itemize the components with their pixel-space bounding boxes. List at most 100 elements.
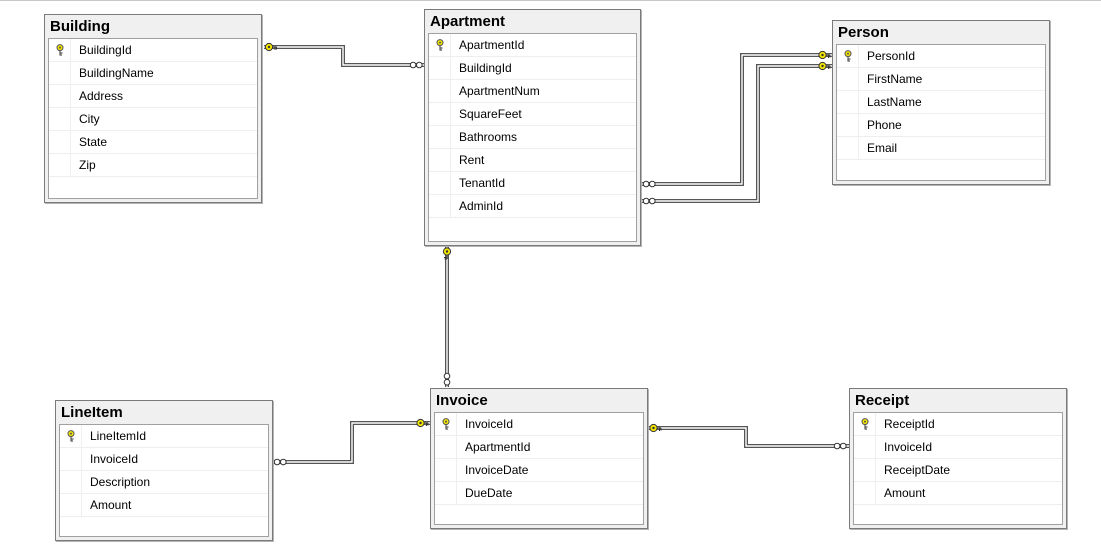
column-list: BuildingId BuildingName Address City Sta… (48, 38, 258, 199)
table-receipt[interactable]: Receipt ReceiptId InvoiceId ReceiptDate … (849, 388, 1067, 529)
key-cell (854, 459, 876, 481)
one-end-key-icon (264, 42, 277, 52)
column-row-primary-key[interactable]: PersonId (837, 45, 1045, 68)
table-apartment[interactable]: Apartment ApartmentId BuildingId Apartme… (424, 9, 641, 246)
column-row[interactable]: ApartmentId (435, 436, 643, 459)
column-row[interactable]: BuildingName (49, 62, 257, 85)
column-row[interactable]: Amount (854, 482, 1062, 505)
column-name: AdminId (459, 199, 504, 213)
column-row[interactable]: AdminId (429, 195, 636, 218)
column-list: PersonId FirstName LastName Phone Email (836, 44, 1046, 181)
column-row-primary-key[interactable]: LineItemId (60, 425, 268, 448)
column-row[interactable]: InvoiceId (60, 448, 268, 471)
column-name: LastName (867, 95, 922, 109)
column-name: Email (867, 141, 898, 155)
key-cell (837, 91, 859, 113)
relationship-building-apartment[interactable] (264, 42, 424, 69)
key-cell (429, 172, 451, 194)
column-row[interactable]: Rent (429, 149, 636, 172)
column-list: LineItemId InvoiceId Description Amount (59, 424, 269, 537)
table-invoice[interactable]: Invoice InvoiceId ApartmentId InvoiceDat… (430, 388, 648, 529)
column-row[interactable]: City (49, 108, 257, 131)
column-list: ReceiptId InvoiceId ReceiptDate Amount (853, 412, 1063, 525)
column-row[interactable]: ReceiptDate (854, 459, 1062, 482)
column-row[interactable]: FirstName (837, 68, 1045, 91)
key-cell (49, 62, 71, 84)
table-title: Invoice (436, 392, 488, 409)
column-name: BuildingId (459, 61, 512, 75)
column-row[interactable]: TenantId (429, 172, 636, 195)
column-row[interactable]: InvoiceId (854, 436, 1062, 459)
column-name: Address (79, 89, 124, 103)
column-name: BuildingName (79, 66, 154, 80)
column-row[interactable]: LastName (837, 91, 1045, 114)
column-name: ApartmentId (459, 38, 525, 52)
column-row[interactable]: SquareFeet (429, 103, 636, 126)
primary-key-icon (837, 45, 859, 67)
key-cell (429, 195, 451, 217)
one-end-key-icon (416, 418, 429, 428)
one-end-key-icon (818, 61, 831, 71)
column-name: City (79, 112, 100, 126)
relationship-lineitem-invoice[interactable] (272, 418, 430, 466)
table-title: Receipt (855, 392, 910, 409)
column-name: State (79, 135, 108, 149)
column-row[interactable]: State (49, 131, 257, 154)
key-cell (435, 436, 457, 458)
column-name: Rent (459, 153, 485, 167)
table-person[interactable]: Person PersonId FirstName LastName Phone… (832, 20, 1050, 185)
column-row[interactable]: Email (837, 137, 1045, 160)
column-name: BuildingId (79, 43, 132, 57)
primary-key-icon (49, 39, 71, 61)
column-row[interactable]: DueDate (435, 482, 643, 505)
key-cell (837, 68, 859, 90)
column-name: ApartmentNum (459, 84, 540, 98)
relationship-apartment-invoice[interactable] (442, 246, 452, 387)
table-lineitem[interactable]: LineItem LineItemId InvoiceId Descriptio… (55, 400, 273, 541)
relationship-invoice-receipt[interactable] (648, 423, 849, 450)
column-name: FirstName (867, 72, 923, 86)
column-name: Zip (79, 158, 96, 172)
column-name: DueDate (465, 486, 513, 500)
key-cell (429, 126, 451, 148)
key-cell (60, 494, 82, 516)
column-row-primary-key[interactable]: ApartmentId (429, 34, 636, 57)
one-end-key-icon (818, 50, 831, 60)
key-cell (429, 57, 451, 79)
canvas-top-border (0, 0, 1101, 1)
primary-key-icon (435, 413, 457, 435)
column-row[interactable]: Phone (837, 114, 1045, 137)
column-row-primary-key[interactable]: ReceiptId (854, 413, 1062, 436)
column-name: Description (90, 475, 151, 489)
column-row-primary-key[interactable]: InvoiceId (435, 413, 643, 436)
column-row[interactable]: InvoiceDate (435, 459, 643, 482)
column-row[interactable]: Amount (60, 494, 268, 517)
table-building[interactable]: Building BuildingId BuildingName Address… (44, 14, 262, 203)
primary-key-icon (429, 34, 451, 56)
column-name: InvoiceId (465, 417, 514, 431)
key-cell (429, 80, 451, 102)
column-row[interactable]: BuildingId (429, 57, 636, 80)
key-cell (429, 103, 451, 125)
key-cell (854, 482, 876, 504)
relationship-apartment-admin-person[interactable] (641, 61, 832, 205)
primary-key-icon (60, 425, 82, 447)
key-cell (49, 131, 71, 153)
key-cell (837, 114, 859, 136)
column-list: InvoiceId ApartmentId InvoiceDate DueDat… (434, 412, 644, 525)
column-row[interactable]: Description (60, 471, 268, 494)
key-cell (49, 154, 71, 176)
column-name: Phone (867, 118, 902, 132)
column-row[interactable]: Address (49, 85, 257, 108)
column-name: ReceiptId (884, 417, 935, 431)
column-name: Bathrooms (459, 130, 518, 144)
column-row[interactable]: Bathrooms (429, 126, 636, 149)
column-row[interactable]: Zip (49, 154, 257, 177)
key-cell (429, 149, 451, 171)
column-name: LineItemId (90, 429, 147, 443)
column-row[interactable]: ApartmentNum (429, 80, 636, 103)
column-row-primary-key[interactable]: BuildingId (49, 39, 257, 62)
column-name: TenantId (459, 176, 506, 190)
one-end-key-icon (649, 423, 662, 433)
relationship-apartment-tenant-person[interactable] (641, 50, 832, 188)
